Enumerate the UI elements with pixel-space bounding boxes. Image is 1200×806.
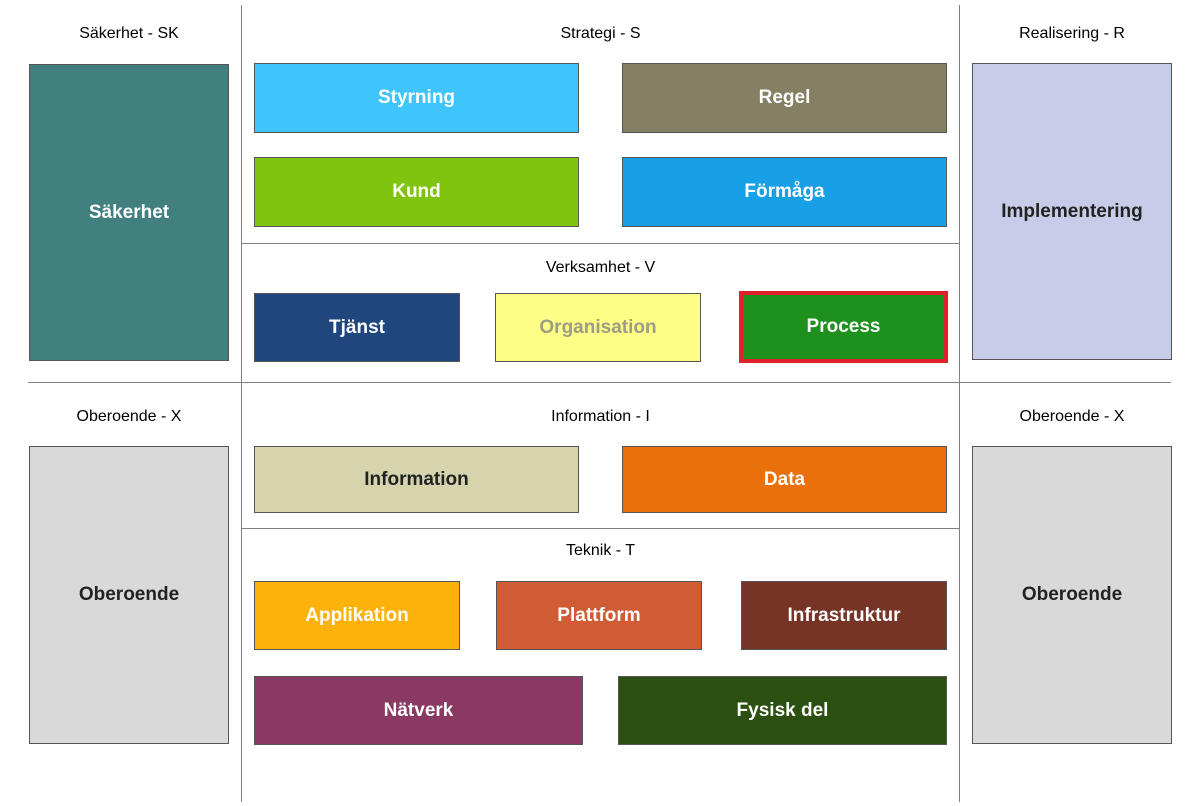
- heading-oberoende-right: Oberoende - X: [1019, 408, 1125, 425]
- box-regel[interactable]: Regel: [622, 63, 947, 133]
- box-oberoende-right[interactable]: Oberoende: [972, 446, 1172, 744]
- divider-left-vertical: [241, 5, 242, 802]
- divider-main-horizontal: [28, 382, 1171, 383]
- heading-sakerhet: Säkerhet - SK: [79, 25, 179, 42]
- box-kund[interactable]: Kund: [254, 157, 579, 227]
- box-organisation[interactable]: Organisation: [495, 293, 701, 362]
- box-applikation[interactable]: Applikation: [254, 581, 460, 650]
- box-plattform[interactable]: Plattform: [496, 581, 702, 650]
- box-implementering[interactable]: Implementering: [972, 63, 1172, 360]
- box-tjanst[interactable]: Tjänst: [254, 293, 460, 362]
- divider-strategi-verksamhet: [241, 243, 960, 244]
- heading-strategi: Strategi - S: [560, 25, 641, 42]
- box-styrning[interactable]: Styrning: [254, 63, 579, 133]
- box-infrastruktur[interactable]: Infrastruktur: [741, 581, 947, 650]
- divider-right-vertical: [959, 5, 960, 802]
- heading-realisering: Realisering - R: [1019, 25, 1125, 42]
- divider-information-teknik: [241, 528, 960, 529]
- box-process[interactable]: Process: [739, 291, 948, 363]
- heading-teknik: Teknik - T: [565, 542, 636, 559]
- box-data[interactable]: Data: [622, 446, 947, 513]
- heading-information: Information - I: [551, 408, 650, 425]
- box-formaga[interactable]: Förmåga: [622, 157, 947, 227]
- box-sakerhet[interactable]: Säkerhet: [29, 64, 229, 361]
- heading-oberoende-left: Oberoende - X: [76, 408, 182, 425]
- box-information[interactable]: Information: [254, 446, 579, 513]
- box-oberoende-left[interactable]: Oberoende: [29, 446, 229, 744]
- heading-verksamhet: Verksamhet - V: [545, 259, 656, 276]
- box-fysisk-del[interactable]: Fysisk del: [618, 676, 947, 745]
- box-natverk[interactable]: Nätverk: [254, 676, 583, 745]
